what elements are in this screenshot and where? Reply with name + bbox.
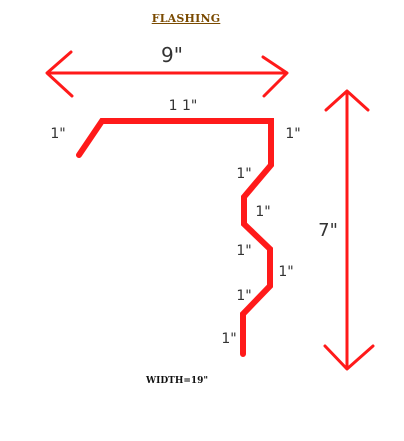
label-top-flat: 1 1" (169, 98, 198, 114)
label-height-span: 7" (318, 220, 338, 241)
diagram-title: FLASHING (151, 12, 221, 25)
height-arrow-bottom-head (323, 344, 375, 371)
width-arrow-left-head (45, 50, 74, 98)
width-note: WIDTH=19" (146, 376, 209, 386)
flashing-profile (76, 118, 274, 357)
label-seg-4: 1" (278, 264, 293, 280)
label-seg-2: 1" (255, 204, 270, 220)
label-seg-3: 1" (236, 243, 251, 259)
width-arrow-right-head (261, 55, 289, 98)
label-top-span: 9" (161, 43, 183, 67)
label-left-drip: 1" (50, 126, 65, 142)
height-dimension-arrow (323, 89, 375, 371)
label-seg-1: 1" (236, 166, 251, 182)
width-dimension-arrow (45, 50, 289, 98)
label-right-corner: 1" (285, 126, 300, 142)
label-seg-6: 1" (221, 331, 236, 347)
height-arrow-top-head (324, 89, 370, 112)
label-seg-5: 1" (236, 288, 251, 304)
